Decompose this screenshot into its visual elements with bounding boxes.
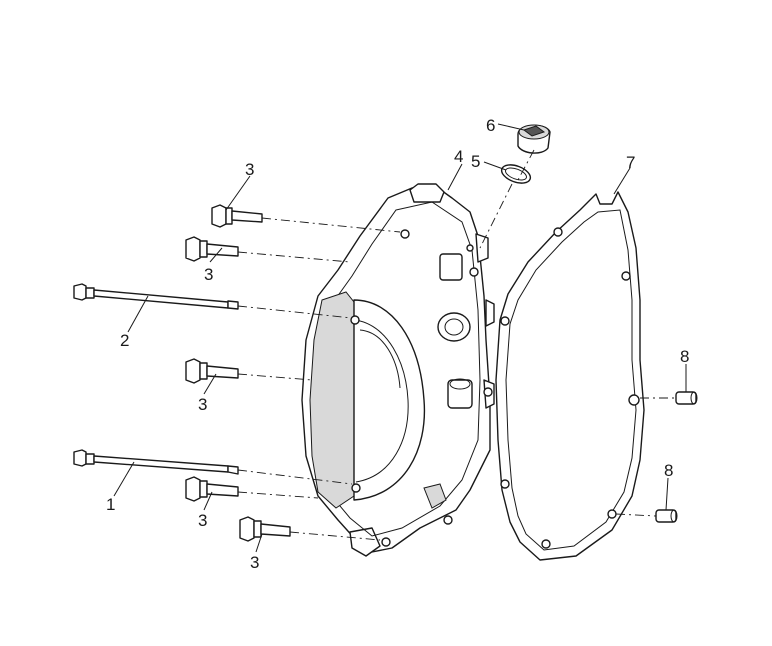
long-bolt-lower	[73, 449, 239, 475]
flange-bolt-3	[185, 358, 239, 384]
callout-7: 7	[626, 153, 635, 172]
callout-6: 6	[486, 116, 495, 135]
dowel-pin-lower	[655, 509, 678, 523]
callout-labels: 3 3 2 3 1 3 3 4 5 6 7 8 8	[106, 116, 689, 572]
callout-8-lower: 8	[664, 461, 673, 480]
flange-bolt-5	[239, 516, 291, 542]
callout-8-upper: 8	[680, 347, 689, 366]
flange-bolt-4	[185, 476, 239, 502]
o-ring	[500, 164, 532, 184]
assembly-lines	[237, 149, 676, 541]
callout-3-second: 3	[204, 265, 213, 284]
callout-3-lower: 3	[198, 511, 207, 530]
callout-5: 5	[471, 152, 480, 171]
callout-3-bottom: 3	[250, 553, 259, 572]
callout-3-top: 3	[245, 160, 254, 179]
oil-filler-plug	[517, 124, 551, 154]
callout-4: 4	[454, 147, 463, 166]
callout-2: 2	[120, 331, 129, 350]
flange-bolt-1	[211, 204, 263, 228]
cover-gasket	[495, 191, 645, 561]
crankcase-cover	[301, 183, 495, 557]
dowel-pin-upper	[675, 391, 698, 405]
leader-lines	[113, 123, 687, 553]
callout-1: 1	[106, 495, 115, 514]
callout-3-middle: 3	[198, 395, 207, 414]
flange-bolt-2	[185, 236, 239, 262]
long-bolt-upper	[73, 283, 239, 310]
